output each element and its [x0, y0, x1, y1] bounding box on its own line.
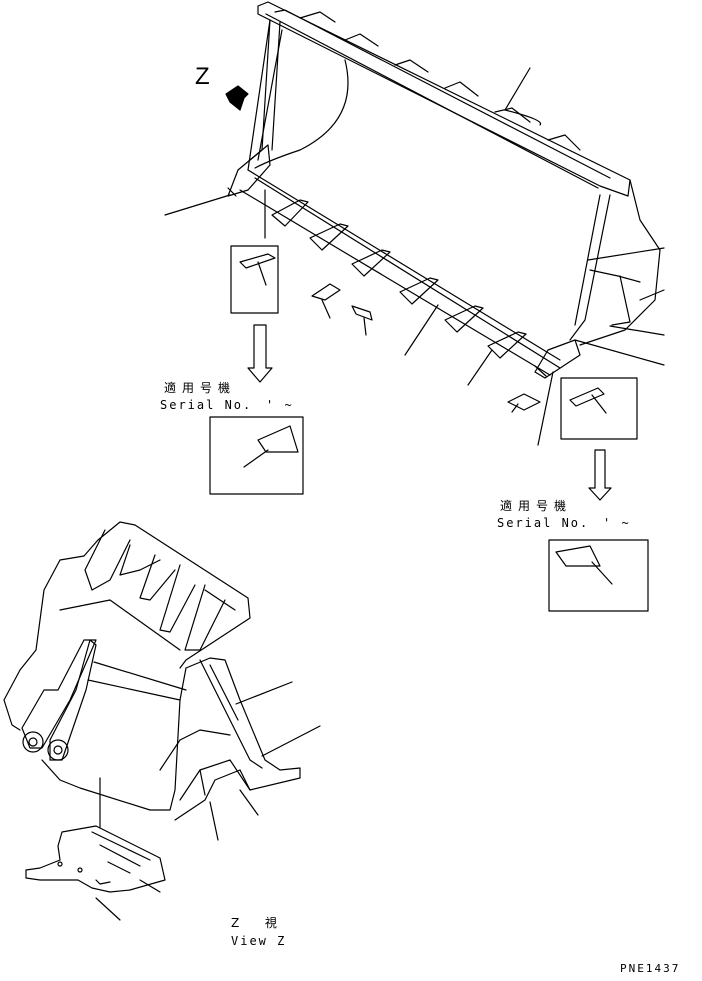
- hollow-down-arrow-icon: [588, 449, 612, 501]
- figure-code: PNE1437: [620, 962, 681, 975]
- serial-range-right: ' ~: [603, 516, 631, 530]
- view-z-drawing: [3, 521, 321, 921]
- view-direction-arrow-icon: [225, 85, 249, 111]
- right-callout: [548, 377, 649, 612]
- z-marker-label: Z: [195, 63, 210, 90]
- serial-en-right: Serial No.: [497, 516, 590, 530]
- serial-range-left: ' ~: [266, 398, 294, 412]
- view-z-en: View Z: [231, 934, 287, 948]
- serial-jp-right: 適用号機: [500, 499, 573, 513]
- serial-jp-left: 適用号機: [164, 381, 237, 395]
- view-z-jp: Z 視: [231, 916, 283, 930]
- serial-en-left: Serial No.: [160, 398, 253, 412]
- left-callout: [209, 245, 304, 495]
- bucket-main-drawing: [164, 1, 665, 446]
- hollow-down-arrow-icon: [247, 324, 273, 383]
